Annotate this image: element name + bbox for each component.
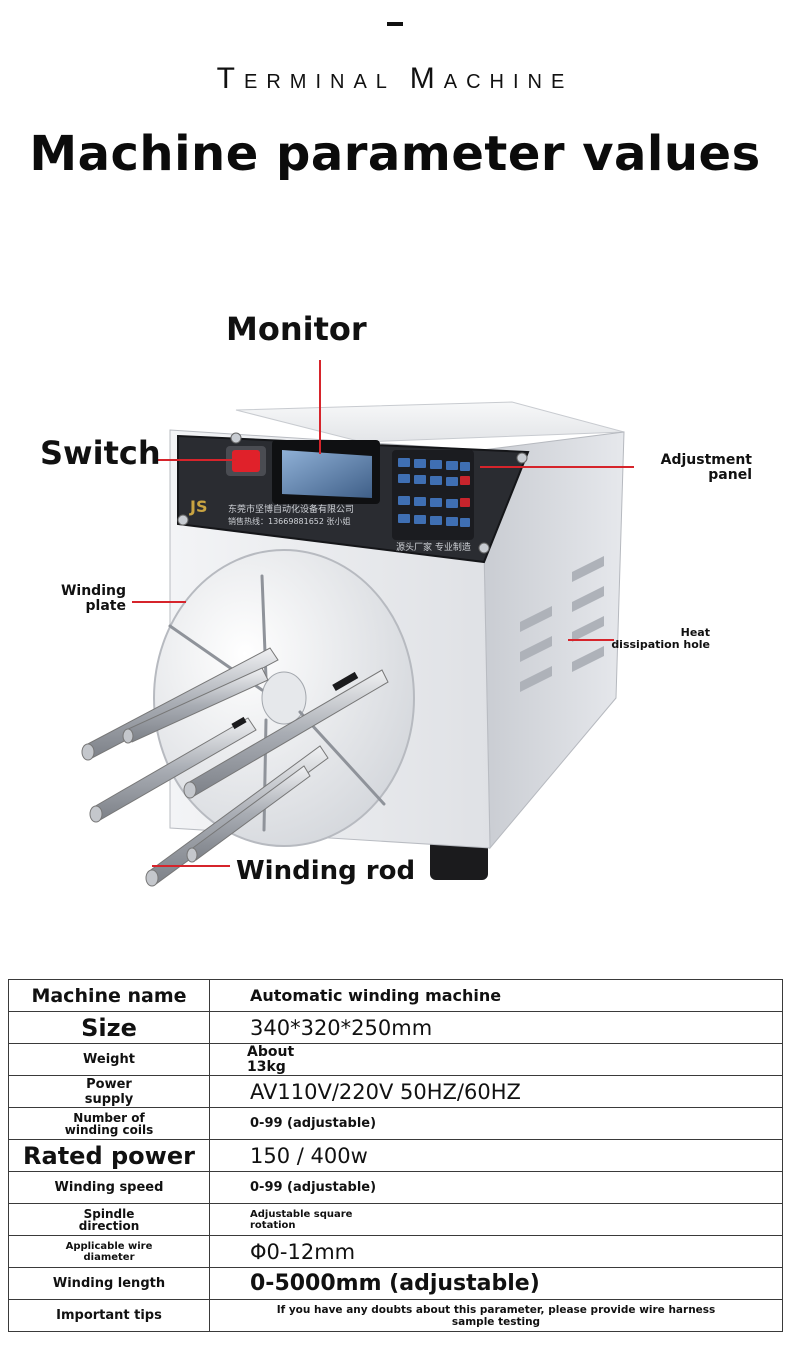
row-key: Weight [8,1043,210,1076]
row-value: 150 / 400w [209,1139,783,1172]
machine-foot [430,840,488,880]
switch-label: Switch [40,434,161,472]
row-value: If you have any doubts about this parame… [209,1299,783,1332]
row-key: Winding length [8,1267,210,1300]
row-value: 0-99 (adjustable) [209,1107,783,1140]
row-key: Important tips [8,1299,210,1332]
header-dash [387,22,403,26]
winding-rods [81,647,389,887]
table-row: Important tips If you have any doubts ab… [8,1299,783,1332]
row-value: 0-5000mm (adjustable) [209,1267,783,1300]
table-row: Machine name Automatic winding machine [8,979,783,1012]
power-switch [232,450,260,472]
keypad [392,450,474,540]
table-row: Rated power 150 / 400w [8,1139,783,1172]
row-key: Machine name [8,979,210,1012]
heat-dissipation-vents [520,556,604,692]
row-value: Φ0-12mm [209,1235,783,1268]
lcd-screen [282,450,372,498]
row-key: Rated power [8,1139,210,1172]
table-row: Winding speed 0-99 (adjustable) [8,1171,783,1204]
parameter-table: Machine name Automatic winding machine S… [8,979,783,1332]
table-row: Size 340*320*250mm [8,1011,783,1044]
row-key: Size [8,1011,210,1044]
row-value: 0-99 (adjustable) [209,1171,783,1204]
row-value: AV110V/220V 50HZ/60HZ [209,1075,783,1108]
panel-hotline-text: 销售热线：13669881652 张小姐 [228,516,351,526]
panel-slogan-text: 源头厂家 专业制造 [396,541,471,553]
table-row: Winding length 0-5000mm (adjustable) [8,1267,783,1300]
row-value: Automatic winding machine [209,979,783,1012]
row-value: 340*320*250mm [209,1011,783,1044]
winding-rod-label: Winding rod [236,856,416,886]
page-title: Machine parameter values [29,126,761,182]
row-key: Winding speed [8,1171,210,1204]
brand-logo: JS [189,497,207,516]
panel-company-text: 东莞市坚博自动化设备有限公司 [228,503,354,515]
monitor-label: Monitor [226,310,367,348]
machine-illustration: 东莞市坚博自动化设备有限公司 销售热线：13669881652 张小姐 源头厂家… [81,360,634,887]
page-subtitle: TERMINAL MACHINE [216,62,574,95]
